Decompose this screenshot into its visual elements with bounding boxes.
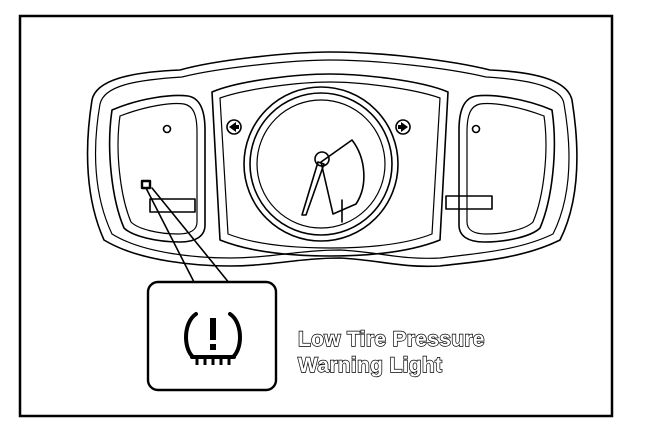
callout-box <box>146 280 278 392</box>
right-turn-signal-icon <box>395 119 411 135</box>
speedometer-housing <box>211 73 449 257</box>
right-indicator-dot <box>471 124 481 134</box>
right-gauge-panel <box>445 94 556 243</box>
needle-hub <box>314 151 330 167</box>
left-gauge-panel <box>108 94 206 243</box>
needle-sector <box>320 139 365 215</box>
callout-label-line2: Warning Light <box>298 354 442 377</box>
tire-pressure-warning-icon <box>184 312 242 365</box>
needle <box>301 161 325 216</box>
callout-label-line1: Low Tire Pressure <box>298 328 485 351</box>
callout-leader <box>145 187 231 285</box>
left-indicator-dot <box>162 124 172 134</box>
speedometer-dial <box>243 86 399 242</box>
cluster-housing <box>86 51 578 268</box>
left-turn-signal-icon <box>226 119 242 135</box>
right-display-window <box>445 195 493 210</box>
